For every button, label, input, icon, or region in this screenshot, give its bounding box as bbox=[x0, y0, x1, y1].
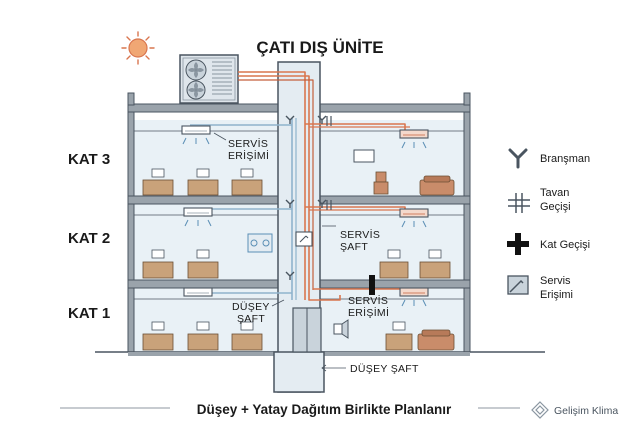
legend: Branşman Tavan Geçişi Kat Geçişi Servis … bbox=[507, 148, 590, 301]
floor-pass-icon bbox=[369, 275, 375, 295]
branch-y-icon bbox=[285, 115, 327, 280]
legend-item-floor-pass: Kat Geçişi bbox=[507, 233, 590, 255]
svg-text:DÜŞEY ŞAFT: DÜŞEY ŞAFT bbox=[350, 363, 419, 375]
svg-text:SERVİS: SERVİS bbox=[228, 137, 268, 150]
desk bbox=[379, 249, 409, 279]
svg-text:Erişimi: Erişimi bbox=[540, 289, 573, 301]
floor-label-1: KAT 1 bbox=[68, 305, 110, 322]
svg-text:SERVİS: SERVİS bbox=[340, 228, 380, 241]
desk bbox=[419, 249, 451, 279]
branch-y-icon bbox=[508, 148, 528, 169]
floor-pass-icon bbox=[507, 233, 529, 255]
floor-label-3: KAT 3 bbox=[68, 151, 110, 168]
indoor-unit bbox=[399, 129, 429, 139]
desk bbox=[142, 168, 174, 196]
elevator bbox=[292, 307, 322, 353]
svg-text:Branşman: Branşman bbox=[540, 153, 590, 165]
svg-text:DÜŞEY: DÜŞEY bbox=[232, 301, 270, 313]
fan-icon bbox=[185, 59, 207, 81]
chair bbox=[373, 171, 389, 195]
tv bbox=[353, 149, 375, 163]
desk bbox=[231, 321, 263, 351]
callout-servis-erisimi-low: SERVİS ERİŞİMİ bbox=[348, 294, 389, 319]
callout-dusey-saft-left: DÜŞEY ŞAFT bbox=[232, 299, 285, 325]
svg-text:Tavan: Tavan bbox=[540, 187, 569, 199]
svg-text:SERVİS: SERVİS bbox=[348, 294, 388, 307]
sofa bbox=[417, 329, 455, 351]
vertical-shaft bbox=[273, 61, 325, 393]
svg-text:ERİŞİMİ: ERİŞİMİ bbox=[348, 306, 389, 319]
legend-item-ceiling-pass: Tavan Geçişi bbox=[508, 187, 571, 213]
desk bbox=[187, 321, 219, 351]
indoor-units bbox=[181, 125, 429, 307]
callout-servis-erisimi-top: SERVİS ERİŞİMİ bbox=[213, 132, 269, 162]
service-access-icon bbox=[507, 275, 529, 295]
desk bbox=[385, 321, 413, 351]
refrigerant-pipes bbox=[190, 71, 410, 301]
desk bbox=[187, 249, 219, 279]
legend-item-branch: Branşman bbox=[508, 148, 590, 169]
legend-item-service-access: Servis Erişimi bbox=[507, 275, 573, 301]
speaker-icon bbox=[333, 319, 349, 339]
desk bbox=[187, 168, 219, 196]
meeting-icon bbox=[247, 233, 273, 253]
svg-text:Kat Geçişi: Kat Geçişi bbox=[540, 239, 590, 251]
floor-label-2: KAT 2 bbox=[68, 230, 110, 247]
indoor-unit bbox=[181, 125, 211, 135]
ceiling-pass-icon bbox=[326, 116, 332, 210]
sun-icon bbox=[121, 31, 155, 65]
diagram-title: ÇATI DIŞ ÜNİTE bbox=[256, 38, 383, 57]
indoor-unit bbox=[183, 287, 213, 297]
ceiling-pass-icon bbox=[508, 193, 530, 213]
desk bbox=[142, 321, 174, 351]
footer-caption: Düşey + Yatay Dağıtım Birlikte Planlanır bbox=[197, 402, 452, 417]
brand-icon bbox=[531, 401, 549, 419]
indoor-unit bbox=[183, 207, 213, 217]
service-access-icon bbox=[295, 231, 313, 247]
fan-icon bbox=[186, 80, 206, 100]
svg-text:Servis: Servis bbox=[540, 275, 571, 287]
desk bbox=[231, 168, 263, 196]
desk bbox=[142, 249, 174, 279]
building bbox=[95, 92, 545, 356]
furniture bbox=[142, 149, 455, 351]
brand-logo: Gelişim Klima bbox=[531, 401, 618, 419]
callout-servis-saft: SERVİS ŞAFT bbox=[322, 225, 380, 253]
indoor-unit bbox=[399, 208, 429, 218]
callout-dusey-saft-bottom: DÜŞEY ŞAFT bbox=[321, 363, 419, 375]
svg-text:ERİŞİMİ: ERİŞİMİ bbox=[228, 149, 269, 162]
svg-text:ŞAFT: ŞAFT bbox=[237, 313, 265, 325]
svg-text:ŞAFT: ŞAFT bbox=[340, 241, 368, 253]
svg-text:Geçişi: Geçişi bbox=[540, 201, 571, 213]
outdoor-unit bbox=[179, 54, 239, 104]
indoor-unit bbox=[399, 287, 429, 297]
sofa bbox=[419, 175, 455, 196]
brand-name: Gelişim Klima bbox=[554, 405, 618, 417]
